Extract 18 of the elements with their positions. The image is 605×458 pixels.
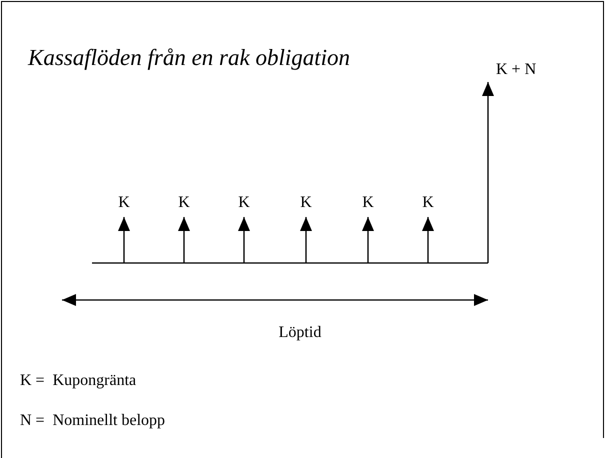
cash-flow-label: K xyxy=(299,193,313,213)
cash-flow-label: K xyxy=(177,193,191,213)
cash-flow-arrow xyxy=(238,217,250,263)
cash-flow-label: K xyxy=(237,193,251,213)
cash-flow-label: K xyxy=(361,193,375,213)
cash-flow-arrow xyxy=(422,217,434,263)
definition-text: K = Kupongränta xyxy=(20,371,136,391)
cash-flow-arrow xyxy=(362,217,374,263)
definition-text: N = Nominellt belopp xyxy=(20,411,166,431)
cash-flow-arrow xyxy=(300,217,312,263)
cash-flow-arrow xyxy=(178,217,190,263)
title: Kassaflöden från en rak obligation xyxy=(28,44,350,72)
duration-label: Löptid xyxy=(278,323,322,343)
cash-flow-arrow xyxy=(118,217,130,263)
cash-flow-label: K xyxy=(421,193,435,213)
cash-flow-arrow xyxy=(482,82,494,263)
cash-flow-label: K xyxy=(117,193,131,213)
cash-flow-label: K + N xyxy=(496,60,538,80)
